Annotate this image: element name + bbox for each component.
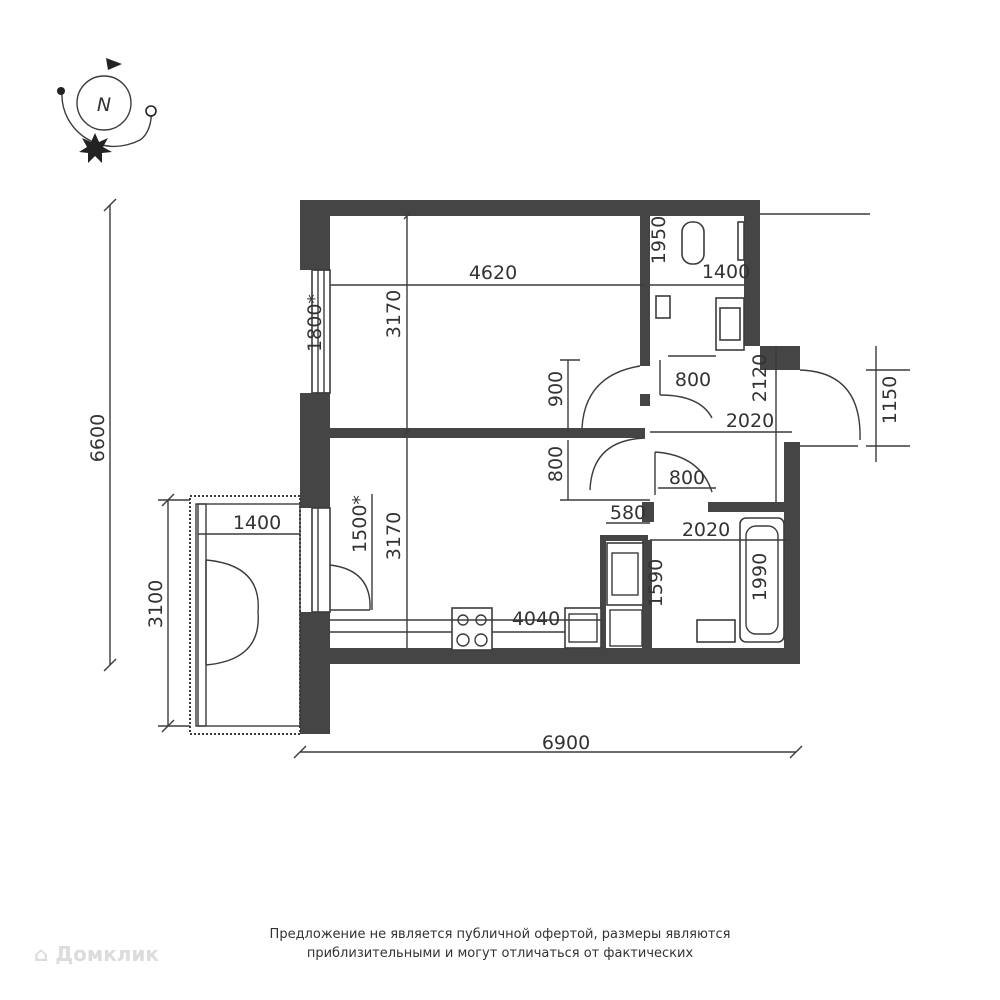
balcony xyxy=(189,495,301,735)
dim-bedroom-depth: 3170 xyxy=(383,290,405,338)
toilet-icon xyxy=(681,221,705,265)
bath-sink-icon xyxy=(696,619,736,643)
dim-hall-niche: 580 xyxy=(610,502,646,524)
dim-bathtub-length: 1990 xyxy=(749,553,771,601)
compass-label: N xyxy=(97,94,111,116)
doors xyxy=(329,213,870,611)
house-icon: ⌂ xyxy=(34,942,49,966)
dim-living-depth: 3170 xyxy=(383,512,405,560)
dim-bath-depth: 1590 xyxy=(645,559,667,607)
dim-balcony-width: 1400 xyxy=(233,512,281,534)
dim-bedroom-door: 900 xyxy=(545,371,567,407)
dim-bath-door: 800 xyxy=(669,467,705,489)
dim-bedroom-window: 1800* xyxy=(304,294,326,352)
dim-total-width: 6900 xyxy=(542,732,590,754)
dim-hall-length: 2020 xyxy=(726,410,774,432)
walls xyxy=(300,200,800,734)
disclaimer-line-2: приблизительными и могут отличаться от ф… xyxy=(306,946,694,961)
hob-icon xyxy=(451,607,493,651)
dim-hall-depth: 2120 xyxy=(749,354,771,402)
dim-kitchen-run: 4040 xyxy=(512,608,560,630)
dim-entry-door: 1150 xyxy=(879,376,901,424)
bathtub-icon xyxy=(739,517,785,643)
fixtures xyxy=(330,221,785,651)
dim-bath-width: 2020 xyxy=(682,519,730,541)
watermark-text: Домклик xyxy=(55,942,160,966)
dim-bedroom-width: 4620 xyxy=(469,262,517,284)
disclaimer: Предложение не является публичной оферто… xyxy=(0,925,1000,963)
dimension-labels: 6600 6900 3100 1400 1500* 4620 3170 1800… xyxy=(87,216,901,754)
dim-wc-depth: 1950 xyxy=(648,216,670,264)
dim-wc-width: 1400 xyxy=(702,261,750,283)
sink-icon xyxy=(655,295,671,319)
compass-icon: N xyxy=(57,58,157,163)
disclaimer-line-1: Предложение не является публичной оферто… xyxy=(269,927,731,942)
dim-total-depth: 6600 xyxy=(87,414,109,462)
overall-dimensions xyxy=(103,198,803,759)
dim-balcony-door: 1500* xyxy=(349,495,371,553)
dim-balcony-depth: 3100 xyxy=(145,580,167,628)
interior-dimension-lines xyxy=(198,212,910,648)
watermark-logo: ⌂ Домклик xyxy=(34,942,159,966)
dim-wc-door: 800 xyxy=(675,369,711,391)
dim-living-door: 800 xyxy=(545,446,567,482)
